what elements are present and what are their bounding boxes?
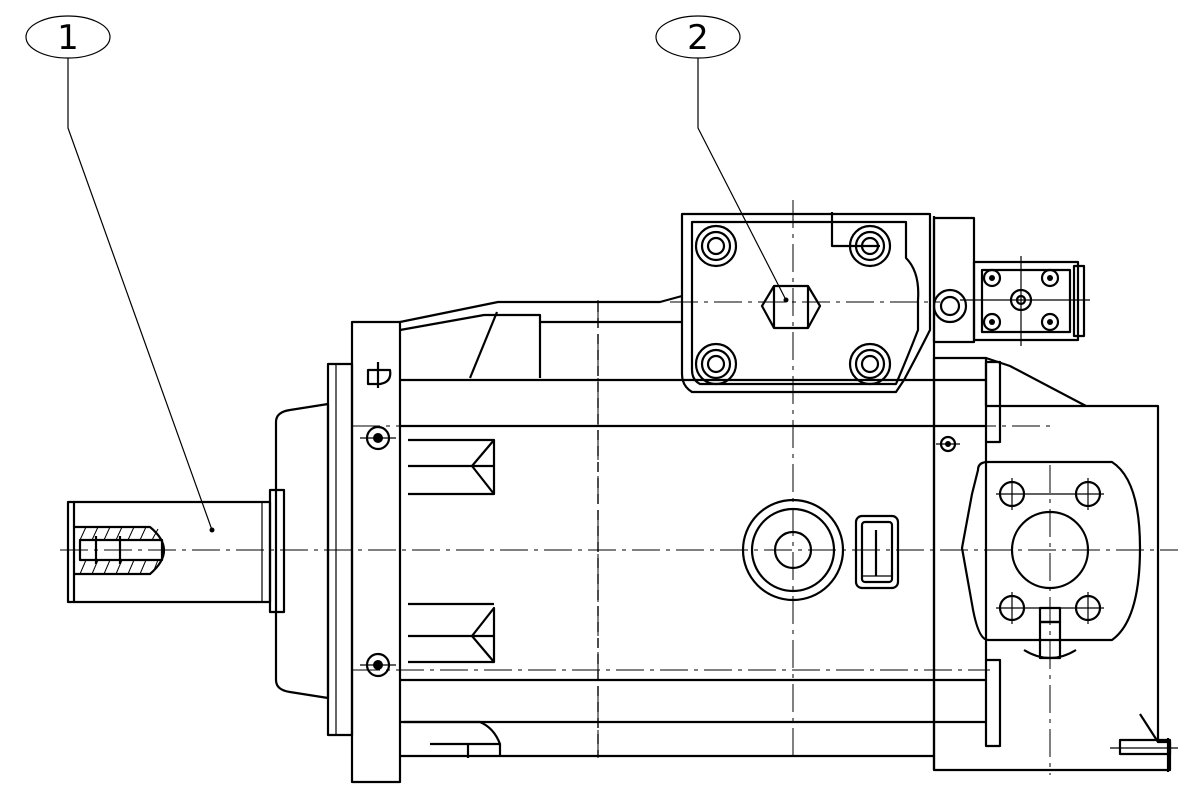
control-valve-plug [760,284,822,330]
housing-plug [936,435,960,453]
callout-1-label: 1 [57,18,79,58]
callout-2-label: 2 [687,18,709,58]
drain-fitting [1023,606,1077,660]
drive-shaft [66,500,272,604]
valve-bolt-tl [694,224,738,268]
corner-fitting [1110,713,1178,772]
solenoid-block [932,216,1090,346]
control-valve-block [680,212,932,394]
callout-2-dot [783,297,789,303]
callout-1: 1 [25,15,215,533]
gauge-port [741,498,845,602]
port-flange [960,460,1142,642]
flange-bolt-top [360,425,396,451]
valve-bolt-bl [694,342,738,386]
callout-1-leader [67,58,213,531]
callout-2: 2 [655,15,789,303]
centerlines [60,200,1178,775]
valve-bolt-tr [848,224,892,268]
rear-housing [932,356,1178,772]
callout-1-dot [209,527,215,533]
callout-2-leader [697,58,787,301]
nameplate [854,514,900,590]
mounting-flange [268,320,402,784]
flange-bolt-bottom [360,652,396,678]
shaft-thread-section [74,525,165,576]
valve-bolt-br [848,342,892,386]
